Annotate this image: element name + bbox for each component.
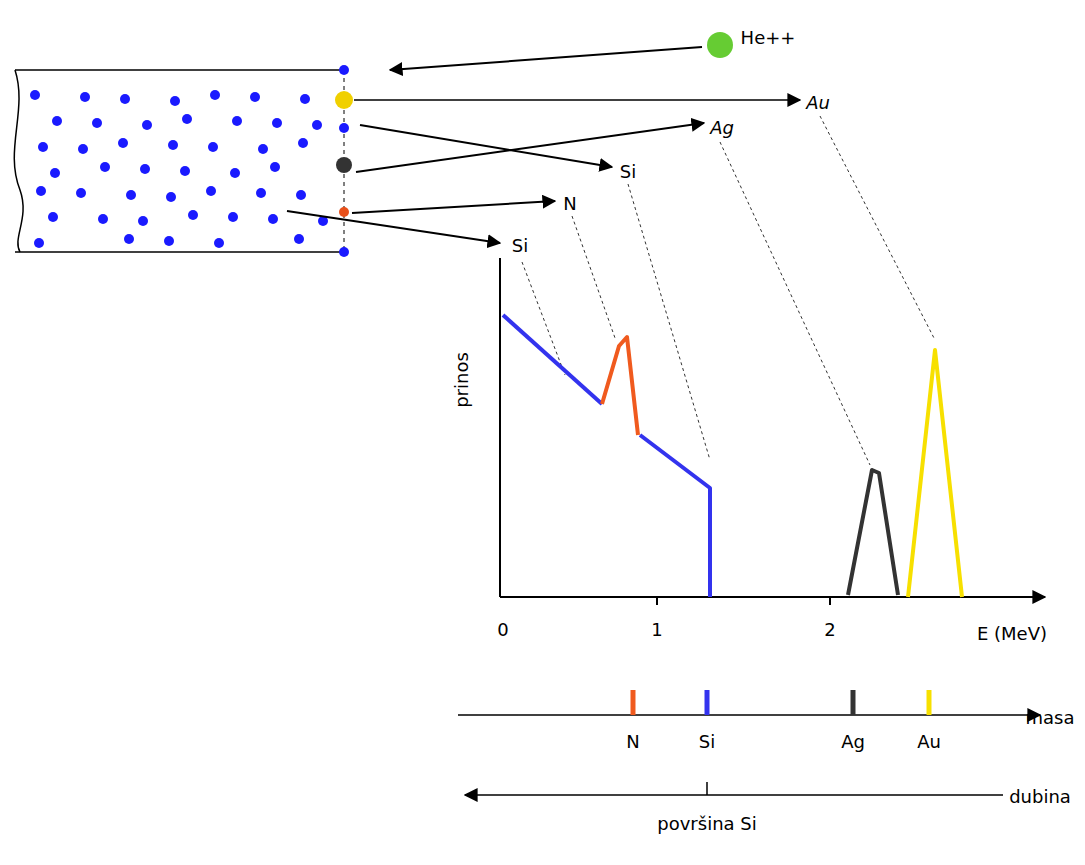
axis-title: prinos <box>452 352 472 408</box>
silicon-atom <box>206 186 216 196</box>
silicon-atom <box>164 236 174 246</box>
element-label: Ag <box>710 118 734 138</box>
silicon-atom <box>142 120 152 130</box>
mass-label: Si <box>699 732 715 752</box>
silicon-atom <box>80 92 90 102</box>
silicon-atom <box>138 216 148 226</box>
silicon-atom <box>294 234 304 244</box>
nitrogen-atom <box>339 207 349 217</box>
silicon-atom <box>126 190 136 200</box>
silicon-atom <box>170 96 180 106</box>
leader-lines <box>522 116 935 465</box>
silicon-atoms <box>30 90 328 248</box>
silicon-atom <box>78 144 88 154</box>
silicon-atom <box>124 234 134 244</box>
axis-title: površina Si <box>657 814 756 834</box>
silicon-atom <box>76 188 86 198</box>
silicon-atom <box>230 168 240 178</box>
silicon-atom <box>300 94 310 104</box>
silicon-atom <box>48 212 58 222</box>
silicon-atom <box>120 94 130 104</box>
silicon-atom <box>258 144 268 154</box>
silicon-atom <box>270 162 280 172</box>
gold-atom <box>335 91 353 109</box>
silicon-atom <box>166 192 176 202</box>
tick-label: 0 <box>497 620 508 640</box>
axis-title: E (MeV) <box>977 624 1047 644</box>
axis-title: dubina <box>1009 787 1071 807</box>
silicon-atom <box>38 142 48 152</box>
mass-axis <box>458 690 1040 715</box>
axis-title: masa <box>1026 708 1075 728</box>
silicon-atom <box>228 212 238 222</box>
silicon-atom <box>268 214 278 224</box>
silicon-atom <box>140 164 150 174</box>
silicon-atom <box>210 90 220 100</box>
silicon-atom <box>30 90 40 100</box>
element-label: Si <box>620 162 636 182</box>
silicon-atom <box>180 166 190 176</box>
silicon-atom <box>118 138 128 148</box>
silicon-atom <box>50 168 60 178</box>
silicon-atom <box>36 186 46 196</box>
silicon-atom <box>98 214 108 224</box>
silver-atom <box>336 157 352 173</box>
silicon-atom <box>232 116 242 126</box>
silicon-atom <box>208 142 218 152</box>
silicon-atom <box>250 92 260 102</box>
spectrum-axes <box>500 258 1045 605</box>
sample <box>14 65 353 257</box>
silicon-atom <box>168 140 178 150</box>
silicon-atom <box>296 190 306 200</box>
silicon-atom <box>298 138 308 148</box>
silicon-atom <box>188 210 198 220</box>
silicon-atom <box>256 188 266 198</box>
tick-label: 2 <box>824 620 835 640</box>
element-label: N <box>563 194 576 214</box>
mass-label: Au <box>917 732 941 752</box>
silicon-atom <box>214 238 224 248</box>
mass-label: Ag <box>841 732 865 752</box>
element-label: Au <box>806 93 830 113</box>
helium-ion <box>707 32 733 58</box>
depth-axis <box>465 782 1003 795</box>
element-label: Si <box>512 236 528 256</box>
silicon-atom <box>92 118 102 128</box>
ion-label: He++ <box>741 28 796 48</box>
mass-label: N <box>626 732 639 752</box>
silicon-atom <box>100 162 110 172</box>
silicon-atom <box>52 116 62 126</box>
silicon-atom <box>272 118 282 128</box>
silicon-atom <box>34 238 44 248</box>
spectrum <box>503 315 962 597</box>
trajectories <box>287 47 800 243</box>
silicon-atom <box>182 114 192 124</box>
tick-label: 1 <box>651 620 662 640</box>
silicon-atom <box>312 120 322 130</box>
